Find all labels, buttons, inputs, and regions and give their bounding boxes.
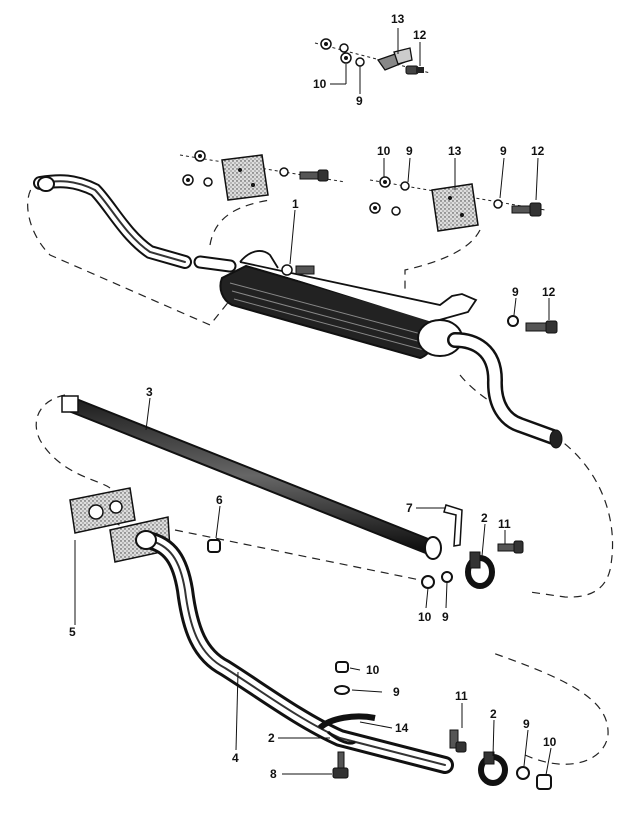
assembly-outline-upper — [27, 179, 614, 598]
callout-9-clamp-upper: 9 — [442, 610, 449, 624]
callout-9-right-mount-outer: 9 — [500, 144, 507, 158]
callout-13-top: 13 — [391, 12, 405, 26]
callout-2-clamp-upper: 2 — [481, 511, 488, 525]
callout-5-gasket: 5 — [69, 625, 76, 639]
assembly-outline-middle — [35, 394, 421, 581]
upper-bracket-assembly — [314, 38, 431, 75]
callout-9-muffler: 9 — [512, 285, 519, 299]
callout-6-nut: 6 — [216, 493, 223, 507]
callout-7-strap: 7 — [406, 501, 413, 515]
callout-1-muffler: 1 — [292, 197, 299, 211]
callout-9-top: 9 — [356, 94, 363, 108]
callout-11-bolt-lower: 11 — [455, 689, 468, 703]
callout-4-front-pipe: 4 — [232, 751, 239, 765]
leader-lines — [74, 28, 552, 776]
callout-9-lower-stack: 9 — [393, 685, 400, 699]
callout-8-bolt: 8 — [270, 767, 277, 781]
callout-12-right-mount: 12 — [531, 144, 545, 158]
callout-12-muffler: 12 — [542, 285, 556, 299]
callout-10-clamp-lower: 10 — [543, 735, 557, 749]
callout-3-pipe: 3 — [146, 385, 153, 399]
front-pipe — [135, 530, 454, 774]
callout-9-right-mount: 9 — [406, 144, 413, 158]
callout-9-clamp-lower: 9 — [523, 717, 530, 731]
intermediate-pipe — [61, 395, 442, 560]
muffler — [33, 174, 563, 449]
callout-10-clamp-upper: 10 — [418, 610, 432, 624]
hardware — [207, 504, 552, 790]
callout-13-right-mount: 13 — [448, 144, 462, 158]
callout-12-top: 12 — [413, 28, 427, 42]
callout-10-top: 10 — [313, 77, 327, 91]
callout-11-bolt-upper: 11 — [498, 517, 511, 531]
callout-2-clamp-middle: 2 — [268, 731, 275, 745]
assembly-outline-lower — [489, 651, 609, 765]
callout-10-lower-stack: 10 — [366, 663, 380, 677]
callout-14-hanger: 14 — [395, 721, 409, 735]
callout-10-right-mount: 10 — [377, 144, 391, 158]
callout-2-clamp-lower: 2 — [490, 707, 497, 721]
left-rubber-mount-assembly — [179, 150, 346, 201]
right-rubber-mount-assembly — [369, 176, 546, 232]
